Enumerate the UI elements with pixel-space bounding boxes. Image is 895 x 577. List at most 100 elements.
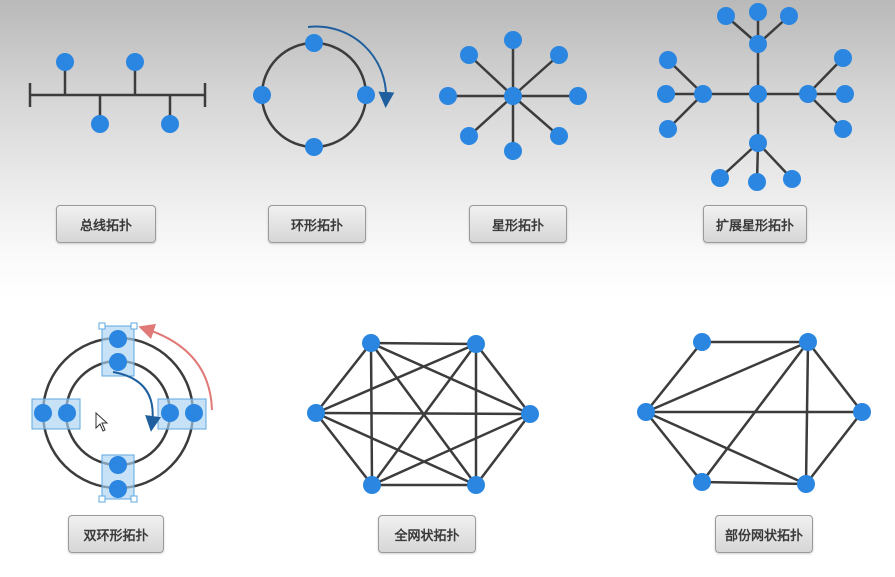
mouse-cursor-icon [95,411,109,432]
star-topology-label[interactable]: 星形拓扑 [469,205,567,243]
partial-mesh-link [807,341,863,413]
partial-mesh-link [645,341,703,413]
bus-node [126,53,144,71]
extended-star-subhub [799,85,817,103]
star-link [512,95,560,137]
full-mesh-topology-label[interactable]: 全网状拓扑 [378,515,476,553]
selection-handle[interactable] [130,322,138,330]
full-mesh-link [371,412,531,487]
ring-node [305,34,323,52]
star-node [460,46,478,64]
star-node [504,142,522,160]
full-mesh-link [315,412,373,486]
star-hub [504,87,522,105]
dual-ring-node [58,404,76,422]
extended-star-topology-label[interactable]: 扩展星形拓扑 [703,205,807,243]
partial-mesh-topology [637,333,871,493]
extended-star-hub [749,85,767,103]
partial-mesh-topology-label[interactable]: 部份网状拓扑 [715,515,813,553]
ring-node [357,86,375,104]
extended-star-node [780,7,798,25]
full-mesh-link [315,342,477,415]
selection-handle[interactable] [98,322,106,330]
extended-star-node [834,120,852,138]
full-mesh-node [467,335,485,353]
ring-link [260,41,368,149]
full-mesh-node [467,476,485,494]
partial-mesh-node [693,473,711,491]
partial-mesh-node [799,333,817,351]
selection-handle[interactable] [130,495,138,503]
partial-mesh-node [637,403,655,421]
full-mesh-link [315,411,477,487]
full-mesh-link [370,341,477,346]
star-link [512,54,560,97]
bus-topology-label[interactable]: 总线拓扑 [56,205,156,243]
partial-mesh-link [645,411,703,483]
extended-star-node [783,170,801,188]
ring-topology-label[interactable]: 环形拓扑 [268,205,366,243]
extended-star-topology [657,3,854,191]
full-mesh-node [521,405,539,423]
ring-node [253,86,271,104]
full-mesh-node [307,404,325,422]
full-mesh-link [475,413,531,486]
extended-star-node [659,51,677,69]
extended-star-subhub [749,35,767,53]
bus-node [161,115,179,133]
ring-node [305,138,323,156]
dual-ring-topology-label[interactable]: 双环形拓扑 [68,515,164,553]
selection-handle[interactable] [98,495,106,503]
partial-mesh-link [701,480,807,486]
dual-ring-node [109,330,127,348]
star-node [460,127,478,145]
full-mesh-link [315,411,531,416]
star-node [569,87,587,105]
bus-node [91,115,109,133]
partial-mesh-link [645,340,809,414]
dual-ring-node [109,456,127,474]
full-mesh-link [315,342,372,414]
extended-star-node [717,7,735,25]
dual-ring-topology [31,322,213,503]
star-node [439,87,457,105]
dual-ring-node [185,404,203,422]
partial-mesh-link [645,410,807,486]
dual-ring-node [109,353,127,371]
dual-ring-node [161,404,179,422]
star-link [468,54,514,97]
dual-ring-outer-arrow [138,323,213,411]
extended-star-node [836,85,854,103]
dual-ring-node [109,480,127,498]
extended-star-subhub [749,134,767,152]
full-mesh-node [362,334,380,352]
dual-ring-inner-link [64,359,172,467]
full-mesh-link [475,343,531,415]
bus-topology [28,53,207,133]
star-node [504,31,522,49]
extended-star-node [748,173,766,191]
dual-ring-inner-arrow [112,371,162,432]
extended-star-node [834,49,852,67]
partial-mesh-link [805,411,863,485]
star-node [550,127,568,145]
bus-node [56,53,74,71]
full-mesh-node [363,476,381,494]
full-mesh-topology [307,334,539,494]
partial-mesh-node [693,333,711,351]
star-link [468,95,514,137]
extended-star-node [749,3,767,21]
dual-ring-node [34,404,52,422]
partial-mesh-node [797,475,815,493]
partial-mesh-link [804,341,810,485]
extended-star-node [659,120,677,138]
extended-star-node [657,85,675,103]
partial-mesh-node [853,403,871,421]
star-topology [439,31,587,160]
ring-topology [253,25,395,156]
star-node [550,46,568,64]
extended-star-subhub [694,85,712,103]
ring-direction-arrow [307,25,395,108]
partial-mesh-link [701,341,809,483]
